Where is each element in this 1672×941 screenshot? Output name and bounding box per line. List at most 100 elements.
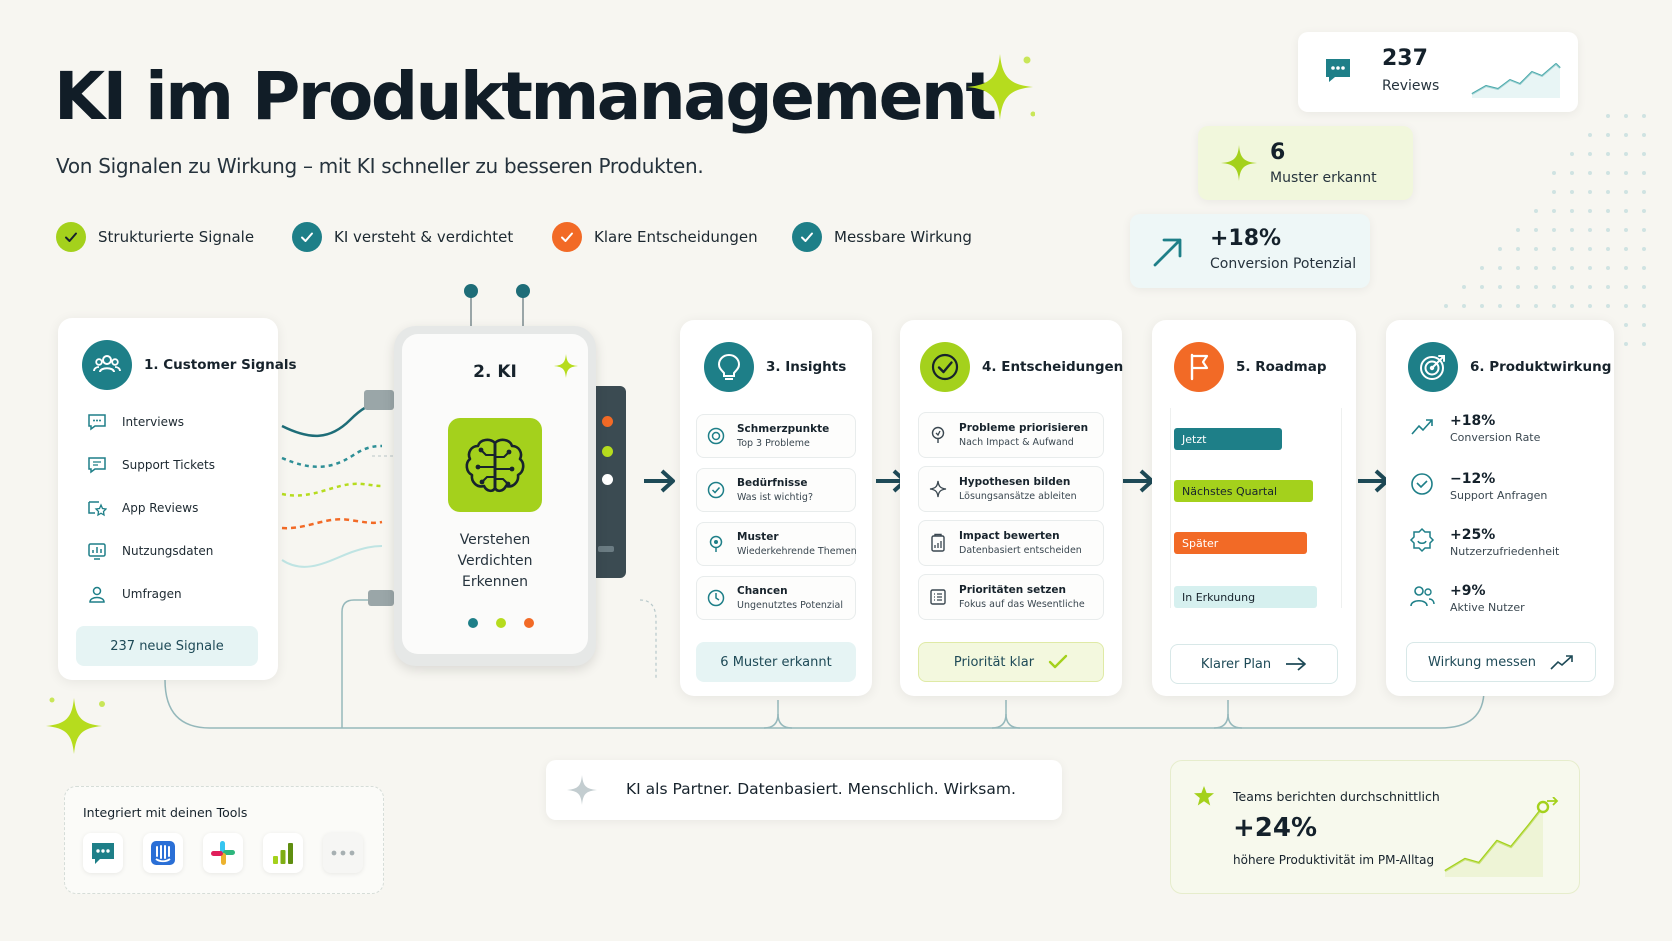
users-icon bbox=[82, 340, 132, 390]
antenna-tip-right bbox=[516, 284, 530, 298]
sparkle-icon bbox=[967, 54, 1035, 120]
device-body: 2. KI Verstehen Verdichten Erkennen bbox=[394, 326, 596, 666]
roadmap-bar: Jetzt bbox=[1174, 428, 1282, 450]
signal-item-label: Support Tickets bbox=[122, 458, 216, 472]
chat-icon bbox=[1322, 54, 1354, 86]
decision-sub: Nach Impact & Aufwand bbox=[959, 437, 1074, 448]
arrow-up-right-icon bbox=[1153, 238, 1182, 267]
effect-value: −12% bbox=[1450, 470, 1496, 487]
signal-item-interviews: Interviews bbox=[86, 412, 215, 432]
stat-intro: Teams berichten durchschnittlich bbox=[1233, 789, 1440, 804]
ticket-icon bbox=[86, 455, 108, 475]
chat-tool-icon[interactable] bbox=[83, 833, 123, 873]
arrow-right-icon bbox=[644, 469, 675, 493]
arrow-right-icon bbox=[1286, 657, 1307, 671]
ki-title: 2. KI bbox=[473, 362, 517, 382]
check-icon bbox=[552, 222, 582, 252]
roadmap-bar: Später bbox=[1174, 532, 1307, 554]
kpi-conversion-label: Conversion Potenzial bbox=[1210, 256, 1357, 272]
effect-label: Nutzerzufriedenheit bbox=[1450, 544, 1560, 558]
lightbulb-icon bbox=[704, 342, 754, 392]
target-icon bbox=[705, 425, 727, 447]
kpi-conversion-card: +18% Conversion Potenzial bbox=[1130, 214, 1370, 288]
effect-item: +9%Aktive Nutzer bbox=[1408, 582, 1525, 614]
roadmap-grid bbox=[1170, 408, 1342, 608]
ki-line-3: Erkennen bbox=[461, 574, 529, 590]
clear-plan-button[interactable]: Klarer Plan bbox=[1170, 644, 1338, 684]
status-dot-lime bbox=[496, 618, 506, 628]
check-label: Strukturierte Signale bbox=[98, 228, 255, 246]
sparkle-icon bbox=[1221, 145, 1257, 181]
effect-label: Aktive Nutzer bbox=[1450, 600, 1525, 614]
roadmap-header: 5. Roadmap bbox=[1174, 342, 1327, 392]
signal-item-app-reviews: App Reviews bbox=[86, 498, 215, 518]
decision-sub: Datenbasiert entscheiden bbox=[959, 545, 1082, 556]
signal-item-support-tickets: Support Tickets bbox=[86, 455, 215, 475]
kpi-patterns-label: Muster erkannt bbox=[1270, 170, 1377, 186]
decision-sub: Lösungsansätze ableiten bbox=[959, 491, 1077, 502]
slack-icon[interactable] bbox=[203, 833, 243, 873]
insight-title: Schmerzpunkte bbox=[737, 423, 830, 435]
signal-item-label: Nutzungsdaten bbox=[122, 544, 214, 558]
kpi-reviews-label: Reviews bbox=[1382, 78, 1440, 94]
insight-sub: Top 3 Probleme bbox=[737, 438, 810, 449]
product-impact-title: 6. Produktwirkung bbox=[1470, 359, 1612, 375]
patterns-found-pill[interactable]: 6 Muster erkannt bbox=[696, 642, 856, 682]
kpi-reviews-value: 237 bbox=[1382, 46, 1428, 71]
decisions-header: 4. Entscheidungen bbox=[920, 342, 1123, 392]
status-dot-teal bbox=[468, 618, 478, 628]
ki-device: 2. KI Verstehen Verdichten Erkennen bbox=[364, 282, 640, 672]
signal-list: Interviews Support Tickets App Reviews N… bbox=[86, 412, 215, 604]
kpi-reviews-card: 237 Reviews bbox=[1298, 32, 1578, 112]
led-orange bbox=[602, 416, 613, 427]
roadmap-bar: Nächstes Quartal bbox=[1174, 480, 1313, 502]
checkmark-icon bbox=[1048, 654, 1068, 669]
new-signals-pill[interactable]: 237 neue Signale bbox=[76, 626, 258, 666]
opportunity-icon bbox=[705, 587, 727, 609]
sparkle-icon bbox=[567, 775, 597, 805]
measure-impact-button[interactable]: Wirkung messen bbox=[1406, 642, 1596, 682]
productivity-stat-card: Teams berichten durchschnittlich +24% hö… bbox=[1170, 760, 1580, 894]
trend-up-icon bbox=[1408, 412, 1436, 444]
signal-item-surveys: Umfragen bbox=[86, 584, 215, 604]
roadmap-bar: In Erkundung bbox=[1174, 586, 1317, 608]
patterns-found-label: 6 Muster erkannt bbox=[720, 654, 832, 670]
insight-title: Muster bbox=[737, 531, 779, 543]
status-dot-orange bbox=[524, 618, 534, 628]
tagline-banner: KI als Partner. Datenbasiert. Menschlich… bbox=[546, 760, 1062, 820]
insights-header: 3. Insights bbox=[704, 342, 846, 392]
analytics-icon[interactable] bbox=[263, 833, 303, 873]
kpi-patterns-card: 6 Muster erkannt bbox=[1198, 126, 1413, 200]
antenna-right bbox=[522, 292, 524, 332]
ki-line-1: Verstehen bbox=[459, 532, 531, 548]
check-icon bbox=[56, 222, 86, 252]
effect-value: +25% bbox=[1450, 526, 1496, 543]
brain-icon bbox=[448, 418, 542, 512]
insight-sub: Wiederkehrende Themen bbox=[737, 546, 857, 557]
more-icon[interactable] bbox=[323, 833, 363, 873]
insight-title: Chancen bbox=[737, 585, 788, 597]
priority-clear-pill[interactable]: Priorität klar bbox=[918, 642, 1104, 682]
sparkle-icon bbox=[46, 697, 105, 754]
insight-title: Bedürfnisse bbox=[737, 477, 808, 489]
decision-title: Hypothesen bilden bbox=[959, 476, 1071, 488]
check-item-4: Messbare Wirkung bbox=[792, 222, 972, 252]
clear-plan-label: Klarer Plan bbox=[1200, 656, 1272, 672]
priority-icon bbox=[927, 424, 949, 446]
intercom-icon[interactable] bbox=[143, 833, 183, 873]
effect-label: Conversion Rate bbox=[1450, 430, 1541, 444]
check-circle-icon bbox=[920, 342, 970, 392]
check-item-3: Klare Entscheidungen bbox=[552, 222, 758, 252]
survey-icon bbox=[86, 584, 108, 604]
sparkle-icon bbox=[554, 354, 578, 378]
chat-icon bbox=[86, 412, 108, 432]
support-check-icon bbox=[1408, 470, 1436, 502]
clipboard-icon bbox=[927, 532, 949, 554]
users-icon bbox=[1408, 582, 1436, 614]
